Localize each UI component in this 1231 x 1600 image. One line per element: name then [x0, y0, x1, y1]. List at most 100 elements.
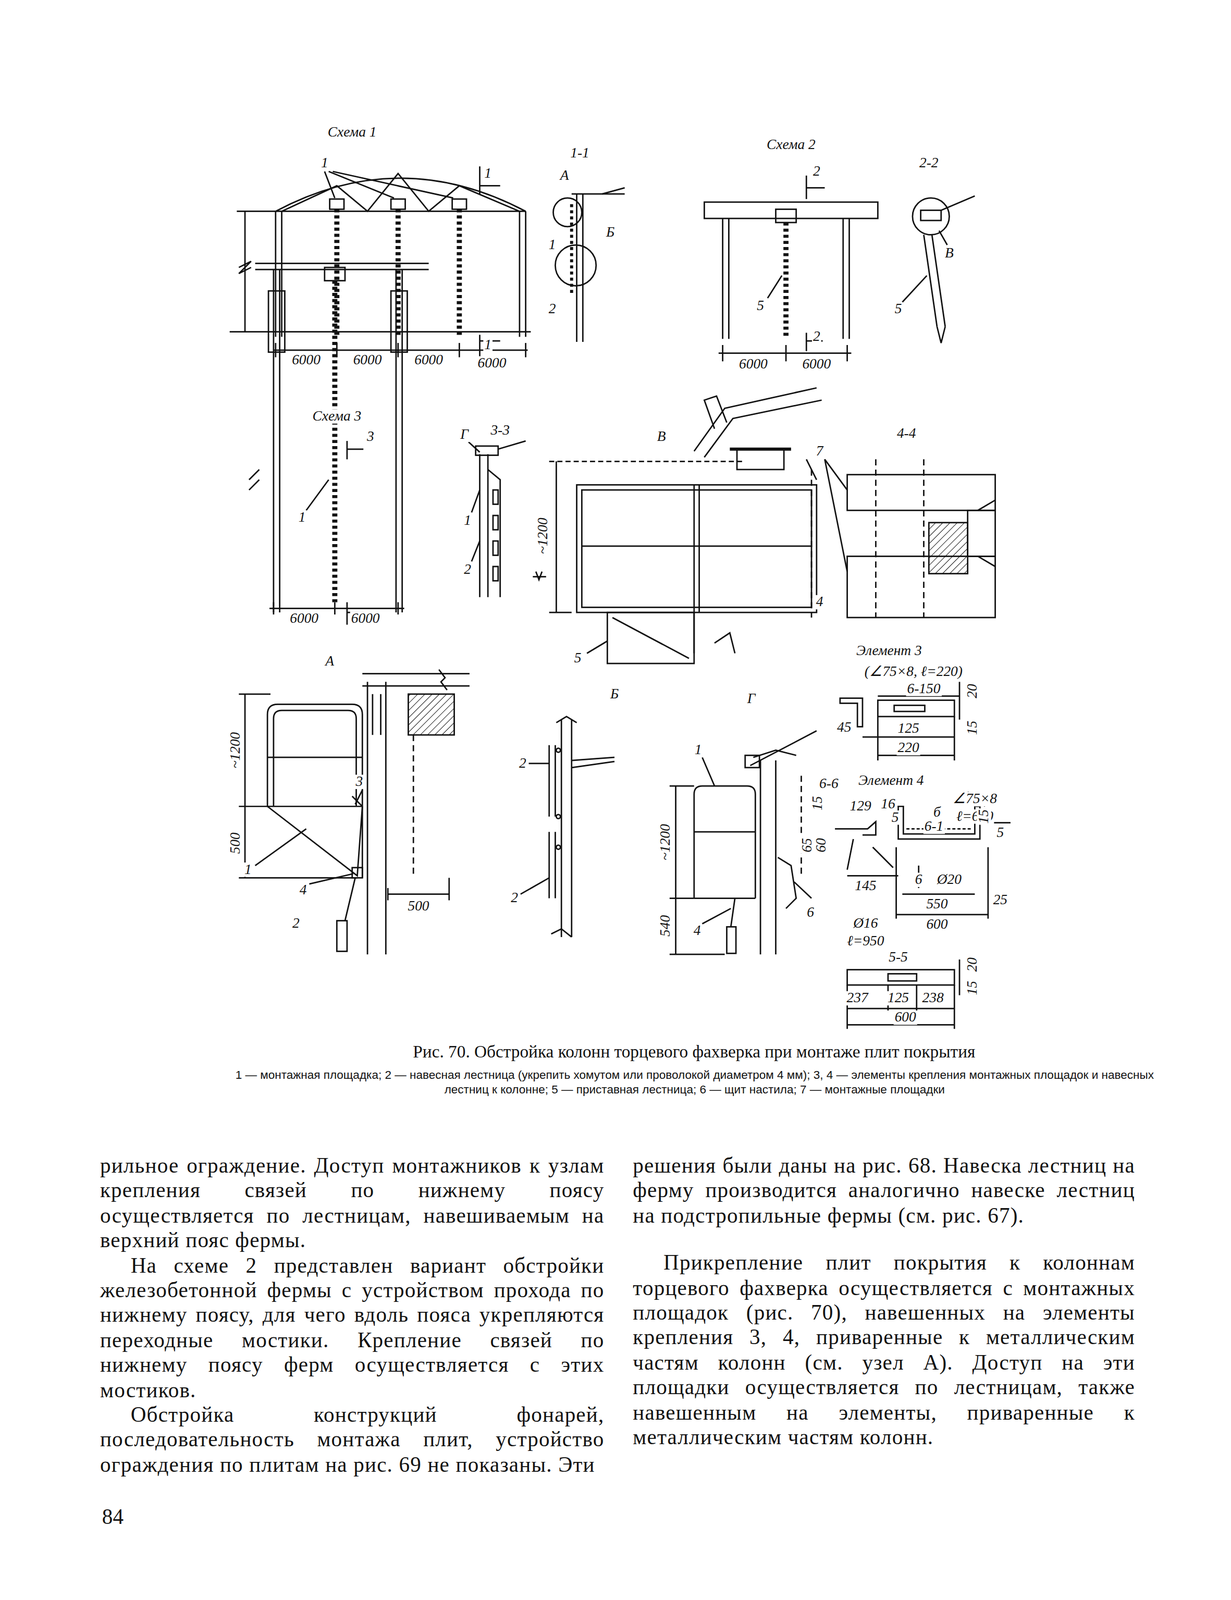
- drawing-label: 3: [354, 774, 365, 790]
- scheme-3: [249, 263, 429, 625]
- element-3: [840, 681, 960, 761]
- text-column: рильное ограждение. Доступ монтажников к…: [100, 1153, 605, 1477]
- drawing-label: ~1200: [535, 516, 550, 556]
- drawing-label: 15: [976, 808, 991, 825]
- drawing-label: 220: [896, 741, 921, 756]
- drawing-label: Элемент 3: [855, 644, 923, 659]
- drawing-label: 237: [845, 991, 870, 1006]
- drawing-label: 129: [848, 799, 873, 814]
- drawing-label: 6000: [413, 353, 445, 368]
- body-paragraph: решения были даны на рис. 68. Навеска ле…: [632, 1153, 1136, 1228]
- drawing-label: 2: [518, 756, 528, 771]
- drawing-label: ℓ=950: [845, 933, 885, 949]
- drawing-label: 7: [815, 444, 825, 459]
- drawing-label: 6000: [801, 357, 832, 372]
- drawing-label: 6-1: [923, 819, 945, 834]
- page-number: 84: [102, 1504, 124, 1531]
- drawing-label: 15: [810, 795, 825, 812]
- drawing-label: 4-4: [895, 426, 917, 441]
- section-2-2: [902, 195, 975, 343]
- drawing-label: 6000: [288, 611, 320, 626]
- drawing-label: 1: [462, 513, 473, 528]
- drawing-label: 20: [965, 682, 980, 699]
- drawing-label: Схема 1: [326, 125, 378, 140]
- drawing-label: 4: [298, 882, 309, 897]
- drawing-label: 4: [815, 595, 825, 610]
- drawing-label: Схема 2: [765, 137, 817, 152]
- drawing-label: 1: [319, 156, 330, 171]
- drawing-label: 5: [893, 302, 904, 317]
- drawing-label: 1: [693, 743, 704, 758]
- drawing-label: 5: [755, 299, 766, 314]
- drawing-label: 4: [692, 923, 703, 938]
- drawing-label: 2: [547, 302, 558, 317]
- drawing-label: Элемент 4: [857, 773, 925, 789]
- section-3-3: [468, 440, 526, 598]
- drawing-label: А: [559, 168, 571, 183]
- detail-b: [520, 716, 615, 938]
- drawing-label: Б: [605, 225, 616, 240]
- drawing-label: 6000: [350, 611, 381, 626]
- body-paragraph: Прикрепление плит покрытия к колоннам то…: [632, 1250, 1136, 1450]
- drawing-label: 2-2: [918, 156, 940, 171]
- drawing-label: 2: [291, 916, 301, 931]
- drawing-label: 25: [992, 893, 1009, 908]
- drawing-label: 65: [799, 836, 815, 854]
- detail-g: [669, 730, 817, 955]
- drawing-label: 6: [805, 905, 816, 920]
- element-4: [834, 792, 1011, 919]
- drawing-label: 600: [893, 1010, 918, 1025]
- drawing-label: (∠75×8, ℓ=220): [863, 664, 964, 679]
- section-4-4: [825, 459, 996, 618]
- drawing-label: 600: [925, 917, 949, 932]
- drawing-label: 15: [965, 719, 980, 736]
- drawing-label: 6-6: [818, 776, 840, 791]
- drawing-label: 60: [814, 836, 829, 854]
- drawing-label: 15: [965, 979, 980, 996]
- drawing-label: 125: [886, 991, 910, 1006]
- drawing-label: 6: [914, 872, 924, 888]
- text-column: решения были даны на рис. 68. Навеска ле…: [632, 1153, 1136, 1450]
- drawing-label: ~1200: [228, 731, 243, 770]
- drawing-label: б: [932, 805, 942, 820]
- body-paragraph: Обстройка конструкций фонарей, последова…: [100, 1402, 605, 1477]
- drawing-label: 5: [995, 825, 1006, 840]
- drawing-label: 20: [965, 956, 980, 973]
- drawing-label: В: [943, 245, 955, 261]
- drawing-label: А: [324, 654, 336, 669]
- drawing-label: В: [656, 429, 668, 445]
- drawing-label: 6000: [352, 353, 384, 368]
- drawing-label: 1: [547, 237, 558, 252]
- body-paragraph: рильное ограждение. Доступ монтажников к…: [100, 1153, 605, 1253]
- drawing-label: 550: [925, 897, 949, 912]
- drawing-label: 500: [228, 831, 243, 855]
- drawing-label: 16: [879, 797, 896, 812]
- drawing-label: 1: [483, 166, 493, 181]
- drawing-label: 1: [483, 337, 493, 352]
- drawing-label: 500: [406, 899, 430, 914]
- drawing-label: Ø20: [936, 872, 963, 888]
- figure-legend: 1 — монтажная площадка; 2 — навесная лес…: [232, 1067, 1157, 1097]
- body-paragraph: На схеме 2 представлен вариант обстройки…: [100, 1252, 605, 1403]
- section-1-1: [553, 187, 625, 342]
- detail-v: [532, 387, 822, 664]
- drawing-label: 6000: [290, 353, 322, 368]
- drawing-label: 1: [297, 510, 307, 525]
- drawing-label: 6000: [476, 356, 508, 371]
- drawing-label: 6000: [737, 357, 769, 372]
- drawing-label: Б: [609, 686, 620, 701]
- drawing-label: Г: [746, 692, 757, 707]
- drawing-label: ~1200: [658, 822, 673, 862]
- drawing-label: 5: [890, 810, 901, 825]
- drawing-label: 5: [573, 651, 583, 666]
- drawing-label: 238: [921, 991, 945, 1006]
- drawing-label: 1-1: [569, 145, 590, 160]
- drawing-label: 2: [811, 329, 822, 344]
- drawing-label: ∠75×8: [951, 792, 999, 807]
- drawing-label: Ø16: [852, 916, 879, 931]
- drawing-label: 45: [835, 720, 853, 735]
- drawing-label: 1: [243, 862, 253, 877]
- drawing-label: 3-3: [489, 423, 511, 438]
- drawing-label: 145: [853, 878, 878, 893]
